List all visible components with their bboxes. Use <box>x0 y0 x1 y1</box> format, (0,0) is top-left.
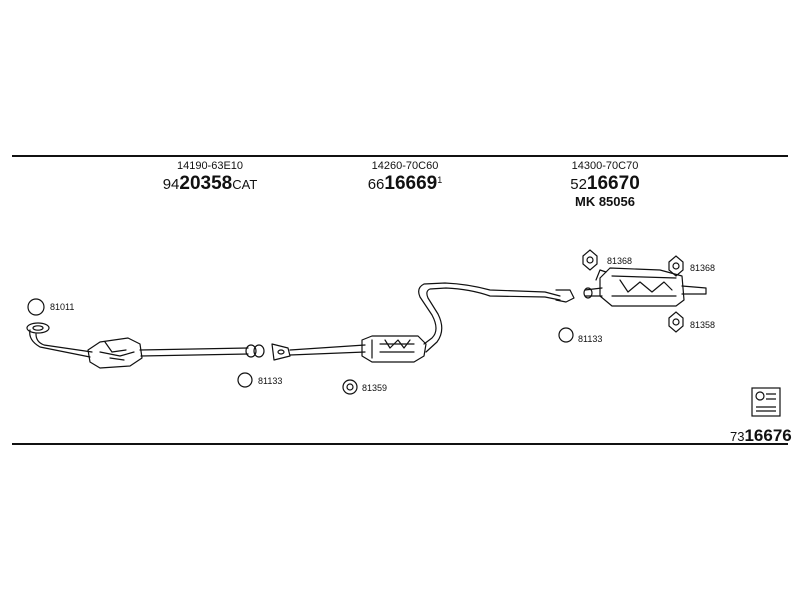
over-axle-pipe <box>418 282 561 345</box>
part-number: 66166691 <box>367 172 443 194</box>
oe-number: 14260-70C60 <box>371 160 439 172</box>
catalog-number: 7316676 <box>730 426 792 445</box>
fitting-label-81133: 81133 <box>258 376 283 386</box>
oe-number: 14190-63E10 <box>176 160 244 172</box>
oe-number: 14300-70C70 <box>571 160 639 172</box>
tail-pipe <box>681 285 707 295</box>
front-flange <box>26 322 50 334</box>
hanger-81358-icon <box>668 311 684 333</box>
fitting-label-81368: 81368 <box>607 256 633 266</box>
middle-silencer-body <box>361 335 427 363</box>
part-number: 5216670 <box>570 172 640 194</box>
fitting-label-81368-right: 81368 <box>690 263 716 273</box>
rear-silencer-body <box>599 267 685 307</box>
fitting-label-81133-rear: 81133 <box>578 334 603 344</box>
part-number: 9420358CAT <box>162 172 258 194</box>
fitting-label-81011: 81011 <box>50 302 75 312</box>
top-divider <box>12 155 788 157</box>
part-rear-silencer[interactable]: 14300-70C70 5216670 MK 85056 <box>545 160 665 210</box>
hanger-81368-icon <box>582 249 598 271</box>
front-pipe-upper <box>29 329 91 358</box>
hanger-81368-right-icon <box>668 255 684 277</box>
part-front-pipe-catalyst[interactable]: 14190-63E10 9420358CAT <box>150 160 270 194</box>
fitting-label-81359: 81359 <box>362 383 388 393</box>
part-middle-silencer[interactable]: 14260-70C60 66166691 <box>345 160 465 194</box>
bottom-divider <box>12 443 788 445</box>
intermediate-pipe-top <box>139 347 249 351</box>
mount-81359-icon <box>342 379 358 395</box>
mounting-kit-number: MK 85056 <box>575 194 635 210</box>
fitting-kit-icon <box>751 387 781 417</box>
catalytic-converter <box>87 337 143 369</box>
ring-81133-icon <box>237 372 253 388</box>
middle-flange <box>271 343 291 361</box>
ring-81011-icon <box>27 298 45 316</box>
ring-81133-rear-icon <box>558 327 574 343</box>
fitting-label-81358: 81358 <box>690 320 716 330</box>
